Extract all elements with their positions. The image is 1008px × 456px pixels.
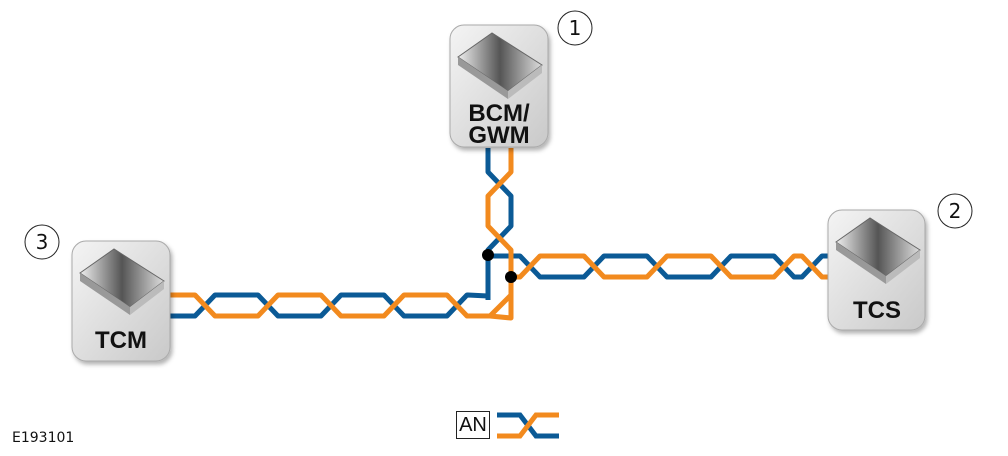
control-module-icon xyxy=(79,248,165,315)
can-bus-wiring xyxy=(170,148,828,321)
splice-node xyxy=(505,271,517,283)
svg-text:1: 1 xyxy=(569,16,582,40)
callout-3: 3 xyxy=(24,224,60,260)
module-label: TCM xyxy=(95,327,147,354)
can-wire xyxy=(485,148,514,321)
twisted-pair-icon xyxy=(497,412,559,439)
control-module-icon xyxy=(835,217,921,284)
control-module-icon xyxy=(457,32,543,99)
can-wire xyxy=(170,277,514,319)
can-wire xyxy=(511,253,828,280)
svg-text:3: 3 xyxy=(36,230,49,254)
module-tcs[interactable]: TCS xyxy=(827,209,926,331)
legend-code: AN xyxy=(456,411,490,439)
module-label: BCM/ xyxy=(468,100,530,127)
can-wire xyxy=(170,255,491,319)
callout-1: 1 xyxy=(557,10,593,46)
figure-id: E193101 xyxy=(12,430,75,446)
module-label: GWM xyxy=(468,122,529,149)
can-wire xyxy=(488,253,828,280)
callout-2: 2 xyxy=(937,193,973,229)
splice-node xyxy=(482,249,494,261)
module-label: TCS xyxy=(853,297,901,324)
svg-text:2: 2 xyxy=(949,199,962,223)
module-tcm[interactable]: TCM xyxy=(71,240,171,362)
module-bcm-gwm[interactable]: BCM/ GWM xyxy=(449,24,549,149)
